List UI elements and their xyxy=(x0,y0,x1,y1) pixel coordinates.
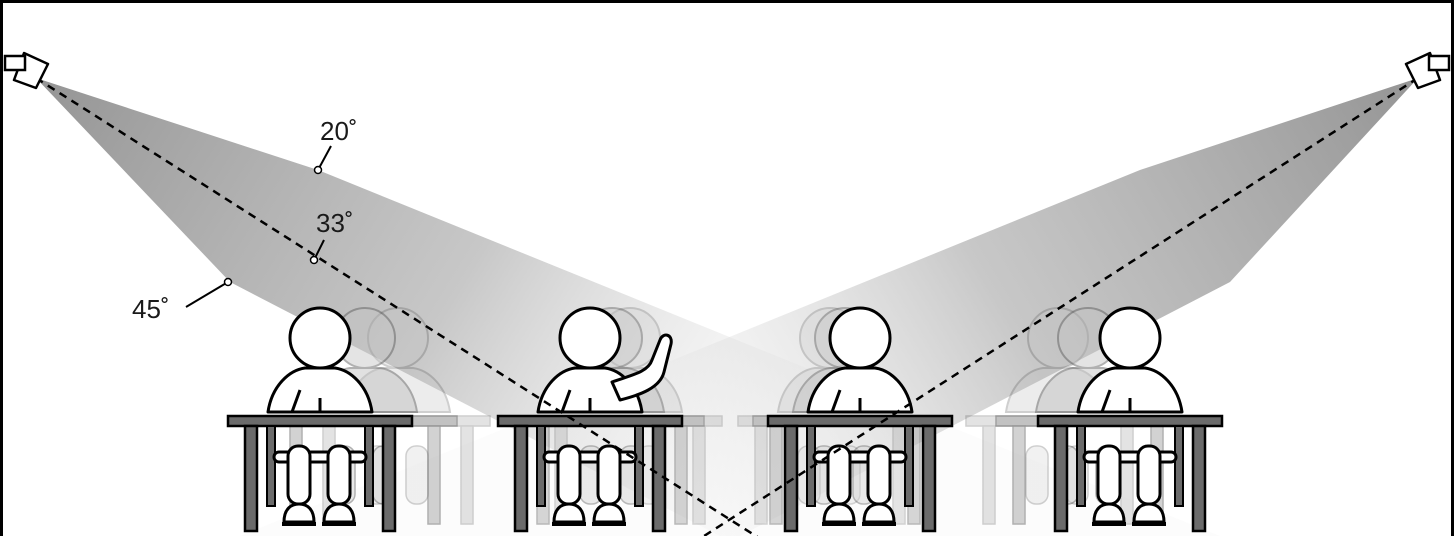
left-camera-axis-line xyxy=(35,76,759,536)
right-camera-axis-line xyxy=(701,76,1419,536)
left-camera-icon xyxy=(3,51,50,90)
callout-leader-20 xyxy=(317,145,332,171)
angle-label-33: 33˚ xyxy=(316,208,354,238)
callout-dot-33 xyxy=(309,255,319,265)
callout-dot-20 xyxy=(313,165,323,175)
angle-label-20: 20˚ xyxy=(320,116,358,146)
angle-label-45: 45˚ xyxy=(132,294,170,324)
student-2-hand-raised xyxy=(536,306,673,526)
callout-dot-45 xyxy=(223,277,233,287)
right-camera-icon xyxy=(1404,51,1451,90)
callout-leader-45 xyxy=(185,281,229,308)
